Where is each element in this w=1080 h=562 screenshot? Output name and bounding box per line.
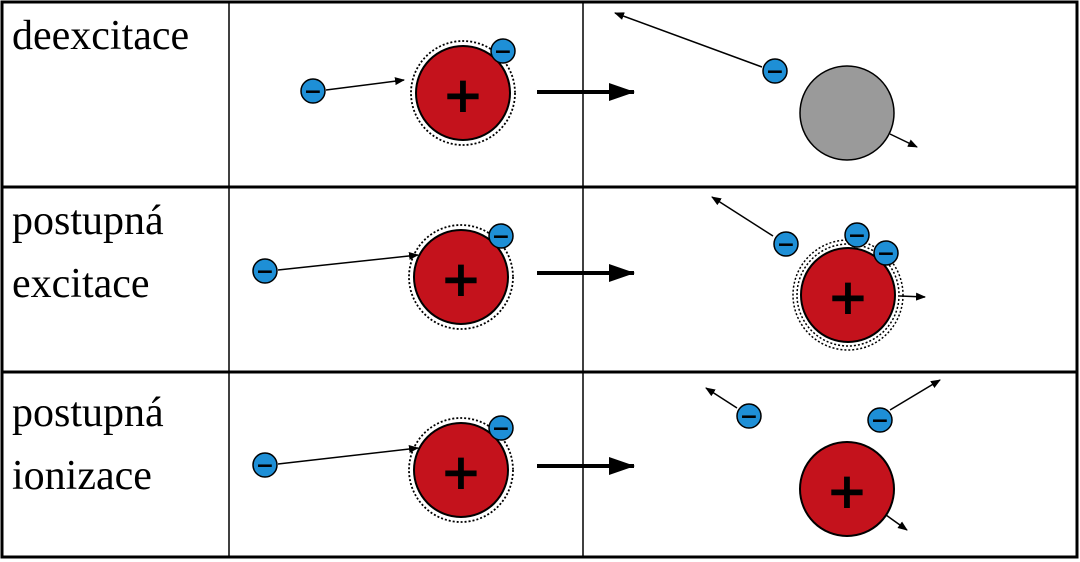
electron — [773, 231, 799, 257]
ion-recoil-arrow — [885, 514, 908, 531]
electron-trajectory-arrow — [277, 251, 419, 271]
incoming-electron: − — [300, 78, 326, 105]
row-deexcitace: + − − − — [300, 12, 918, 161]
electron — [867, 407, 893, 433]
minus-sign: − — [494, 40, 512, 65]
minus-sign: − — [871, 409, 889, 434]
before-state: + − − — [252, 223, 514, 330]
electron — [252, 452, 278, 478]
after-state: + − − — [705, 379, 941, 537]
ion-recoil-arrow — [899, 292, 926, 301]
positive-ion — [799, 441, 895, 537]
ion-dotted-shell — [792, 239, 904, 351]
electron-trajectory-arrow — [705, 387, 738, 409]
minus-sign: − — [256, 260, 274, 285]
plus-sign: + — [442, 66, 484, 124]
minus-sign: − — [766, 60, 784, 85]
positive-ion — [800, 247, 896, 343]
minus-sign: − — [304, 80, 322, 105]
electron — [873, 240, 899, 266]
electron — [252, 258, 278, 284]
minus-sign: − — [256, 454, 274, 479]
plus-sign: + — [440, 250, 482, 308]
electron — [300, 78, 326, 104]
ejected-electron: − — [736, 403, 762, 430]
ion-dotted-shell — [796, 243, 900, 347]
before-state: + − − — [300, 38, 516, 146]
atom-recoil-arrow — [889, 133, 918, 148]
plus-sign: + — [826, 462, 868, 520]
electron — [736, 403, 762, 429]
minus-sign: − — [848, 224, 866, 249]
electron — [762, 58, 788, 84]
after-state: + − − − — [711, 196, 926, 351]
minus-sign: − — [492, 225, 510, 250]
minus-sign: − — [740, 405, 758, 430]
before-state: + − − — [252, 415, 514, 523]
plus-sign: + — [827, 268, 869, 326]
minus-sign: − — [777, 233, 795, 258]
scattered-electron: − — [762, 58, 788, 85]
electron — [490, 38, 516, 64]
minus-sign: − — [877, 242, 895, 267]
scattered-electron: − — [773, 231, 799, 258]
after-state: − — [614, 12, 918, 161]
ion-dotted-shell — [408, 417, 514, 523]
electron-trajectory-arrow — [614, 12, 763, 68]
electron — [488, 223, 514, 249]
row-postupna-excitace: + − − + − — [252, 196, 926, 351]
neutral-atom — [799, 65, 895, 161]
bound-electron: − — [873, 240, 899, 267]
electron-trajectory-arrow — [711, 196, 774, 237]
row-label-postupna-excitace: postupná excitace — [12, 198, 164, 307]
electron-trajectory-arrow — [277, 445, 419, 465]
row-label-postupna-ionizace: postupná ionizace — [12, 390, 164, 499]
bound-electron: − — [488, 223, 514, 250]
electron — [488, 415, 514, 441]
ejected-electron: − — [867, 407, 893, 434]
row-label-deexcitace: deexcitace — [12, 13, 190, 59]
ion-dotted-shell — [408, 224, 514, 330]
electron-trajectory-arrow — [889, 379, 941, 411]
minus-sign: − — [492, 417, 510, 442]
electron — [844, 222, 870, 248]
electron-trajectory-arrow — [325, 77, 405, 91]
ion-dotted-shell — [410, 40, 516, 146]
bound-electron: − — [488, 415, 514, 442]
row-postupna-ionizace: + − − + − — [252, 379, 941, 537]
positive-ion — [415, 45, 511, 141]
incoming-electron: − — [252, 258, 278, 285]
plus-sign: + — [440, 443, 482, 501]
bound-electron: − — [844, 222, 870, 249]
bound-electron: − — [490, 38, 516, 65]
incoming-electron: − — [252, 452, 278, 479]
positive-ion — [413, 422, 509, 518]
positive-ion — [413, 229, 509, 325]
